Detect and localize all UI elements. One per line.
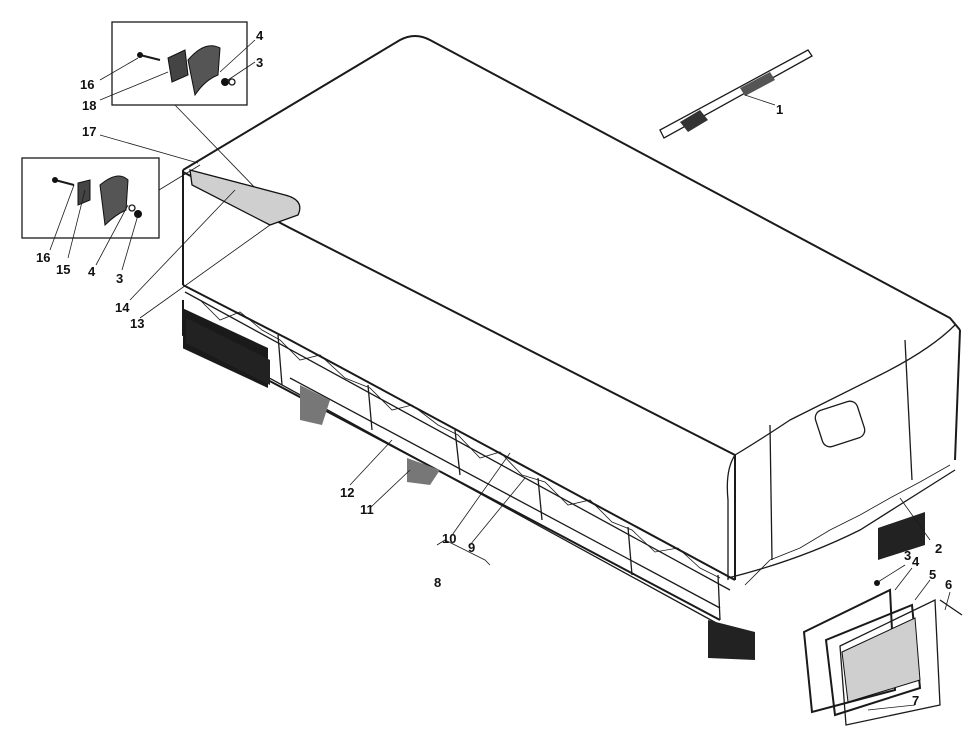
strap-part — [659, 49, 813, 139]
right-mud-flap — [708, 620, 755, 660]
left-mud-flap — [186, 318, 270, 385]
callout-17: 17 — [82, 124, 96, 139]
rear-window-opening — [814, 400, 866, 448]
callout-15: 15 — [56, 262, 70, 277]
callout-3-top: 3 — [256, 55, 263, 70]
callout-4-top: 4 — [256, 28, 264, 43]
side-curtain — [182, 284, 736, 626]
callout-5: 5 — [929, 567, 936, 582]
callout-12: 12 — [340, 485, 354, 500]
callout-16-top: 16 — [80, 77, 94, 92]
bracket-left — [300, 385, 330, 425]
callout-13: 13 — [130, 316, 144, 331]
callout-16-left: 16 — [36, 250, 50, 265]
callout-3-window: 3 — [904, 548, 911, 563]
callout-1: 1 — [776, 102, 783, 117]
inset-left — [21, 157, 201, 239]
window-assembly — [802, 580, 963, 726]
callout-18: 18 — [82, 98, 96, 113]
bracket-middle — [407, 458, 440, 485]
awning-tarp — [182, 35, 961, 580]
callout-7: 7 — [912, 693, 919, 708]
callout-labels: 1 2 3 3 3 4 4 4 5 6 7 8 9 10 11 12 13 14… — [36, 28, 952, 708]
rear-rope — [744, 464, 951, 586]
leader-lines — [49, 39, 951, 711]
inset-top — [111, 21, 263, 196]
callout-3-left: 3 — [116, 271, 123, 286]
callout-9: 9 — [468, 540, 475, 555]
callout-4-left: 4 — [88, 264, 96, 279]
callout-2: 2 — [935, 541, 942, 556]
rear-mud-flap — [878, 512, 925, 560]
callout-10: 10 — [442, 531, 456, 546]
callout-14: 14 — [115, 300, 130, 315]
callout-6: 6 — [945, 577, 952, 592]
corner-reinforcement — [189, 169, 301, 226]
callout-4-window: 4 — [912, 554, 920, 569]
callout-8: 8 — [434, 575, 441, 590]
callout-11: 11 — [360, 502, 374, 517]
